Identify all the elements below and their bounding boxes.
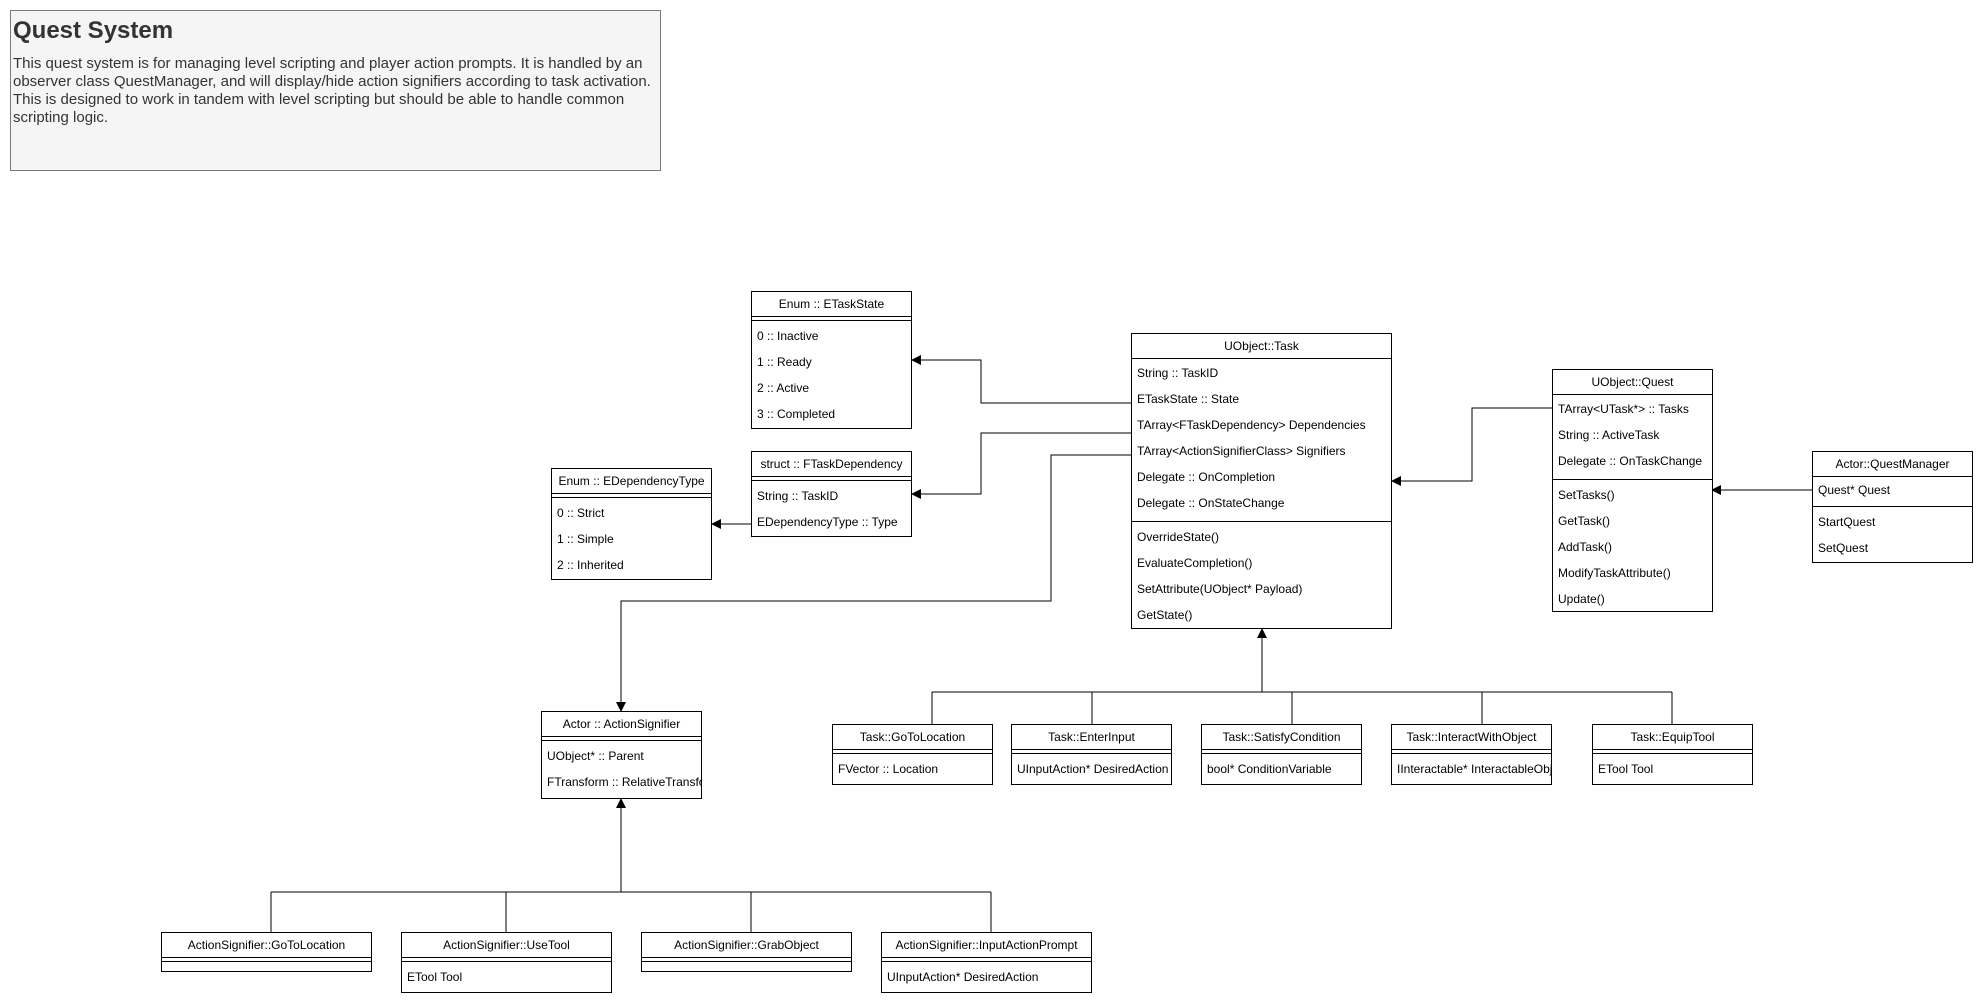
method-row: Update() [1558,592,1605,606]
class-task-interactwithobject[interactable]: Task::InteractWithObject IInteractable* … [1391,724,1552,785]
field-row: Delegate :: OnStateChange [1137,496,1285,510]
method-row: AddTask() [1558,540,1613,554]
field-row: String :: ActiveTask [1558,428,1660,442]
field-row: TArray<FTaskDependency> Dependencies [1137,418,1366,432]
field-row: FVector :: Location [838,762,939,776]
class-edependencytype[interactable]: Enum :: EDependencyType 0 :: Strict 1 ::… [551,468,712,580]
method-row: OverrideState() [1137,530,1220,544]
method-row: ModifyTaskAttribute() [1558,566,1671,580]
field-row: ETool Tool [1598,762,1654,776]
class-divider [542,737,701,741]
class-title: struct :: FTaskDependency [752,452,911,477]
field-row: Delegate :: OnTaskChange [1558,454,1703,468]
field-row: UInputAction* DesiredAction [1017,762,1169,776]
field-row: ETaskState :: State [1137,392,1240,406]
field-row: 2 :: Inherited [557,558,624,572]
class-task[interactable]: UObject::Task String :: TaskID ETaskStat… [1131,333,1392,629]
class-divider [882,958,1091,962]
connector-task-to-actionsignifier [616,454,1131,712]
field-row: EDependencyType :: Type [757,515,898,529]
field-row: ETool Tool [407,970,463,984]
class-divider [1202,750,1361,754]
class-as-usetool[interactable]: ActionSignifier::UseTool ETool Tool [401,932,612,993]
connector-quest-to-task [1391,407,1552,486]
class-as-inputactionprompt[interactable]: ActionSignifier::InputActionPrompt UInpu… [881,932,1092,993]
method-row: GetTask() [1558,514,1611,528]
method-row: SetQuest [1818,541,1869,555]
class-as-grabobject[interactable]: ActionSignifier::GrabObject [641,932,852,972]
class-title: ActionSignifier::InputActionPrompt [882,933,1091,958]
class-title: Actor :: ActionSignifier [542,712,701,737]
class-divider [162,958,371,962]
description-note: Quest System This quest system is for ma… [10,10,661,171]
class-task-gotolocation[interactable]: Task::GoToLocation FVector :: Location [832,724,993,785]
connector-task-inheritance [931,628,1673,724]
method-row: StartQuest [1818,515,1876,529]
field-row: 2 :: Active [757,381,810,395]
class-title: Task::InteractWithObject [1392,725,1551,750]
field-row: String :: TaskID [757,489,839,503]
field-row: FTransform :: RelativeTransform [547,775,701,789]
field-row: String :: TaskID [1137,366,1219,380]
field-row: UObject* :: Parent [547,749,644,763]
field-row: 1 :: Simple [557,532,614,546]
field-row: TArray<ActionSignifierClass> Signifiers [1137,444,1346,458]
class-title: ActionSignifier::GrabObject [642,933,851,958]
class-divider [752,477,911,481]
field-row: Delegate :: OnCompletion [1137,470,1276,484]
method-row: GetState() [1137,608,1193,622]
class-title: Actor::QuestManager [1813,452,1972,477]
class-actionsignifier[interactable]: Actor :: ActionSignifier UObject* :: Par… [541,711,702,799]
note-title: Quest System [13,17,174,44]
class-title: Enum :: ETaskState [752,292,911,317]
class-task-enterinput[interactable]: Task::EnterInput UInputAction* DesiredAc… [1011,724,1172,785]
class-title: Enum :: EDependencyType [552,469,711,494]
class-divider [1553,476,1712,480]
connector-task-to-ftaskdependency [911,432,1131,499]
method-row: SetAttribute(UObject* Payload) [1137,582,1303,596]
class-divider [1813,503,1972,507]
connector-actionsignifier-inheritance [270,798,992,932]
field-row: 3 :: Completed [757,407,836,421]
class-divider [1132,518,1391,522]
class-divider [833,750,992,754]
field-row: UInputAction* DesiredAction [887,970,1039,984]
class-ftaskdependency[interactable]: struct :: FTaskDependency String :: Task… [751,451,912,537]
class-etaskstate[interactable]: Enum :: ETaskState 0 :: Inactive 1 :: Re… [751,291,912,429]
method-row: EvaluateCompletion() [1137,556,1253,570]
field-row: Quest* Quest [1818,483,1891,497]
class-as-gotolocation[interactable]: ActionSignifier::GoToLocation [161,932,372,972]
class-divider [552,494,711,498]
field-row: TArray<UTask*> :: Tasks [1558,402,1689,416]
connector-task-to-etaskstate [911,355,1131,404]
class-divider [1392,750,1551,754]
method-row: SetTasks() [1558,488,1615,502]
class-title: ActionSignifier::UseTool [402,933,611,958]
class-questmanager[interactable]: Actor::QuestManager Quest* Quest StartQu… [1812,451,1973,563]
class-title: Task::SatisfyCondition [1202,725,1361,750]
class-title: UObject::Task [1132,334,1391,359]
field-row: IInteractable* InteractableObject [1397,762,1551,776]
class-divider [642,958,851,962]
class-title: Task::EnterInput [1012,725,1171,750]
class-task-satisfycondition[interactable]: Task::SatisfyCondition bool* ConditionVa… [1201,724,1362,785]
class-title: UObject::Quest [1553,370,1712,395]
note-body: This quest system is for managing level … [13,55,651,126]
field-row: 0 :: Inactive [757,329,819,343]
class-title: Task::EquipTool [1593,725,1752,750]
class-divider [1593,750,1752,754]
class-divider [402,958,611,962]
class-divider [752,317,911,321]
class-divider [1012,750,1171,754]
field-row: bool* ConditionVariable [1207,762,1332,776]
class-title: ActionSignifier::GoToLocation [162,933,371,958]
field-row: 0 :: Strict [557,506,605,520]
class-title: Task::GoToLocation [833,725,992,750]
field-row: 1 :: Ready [757,355,812,369]
class-task-equiptool[interactable]: Task::EquipTool ETool Tool [1592,724,1753,785]
class-quest[interactable]: UObject::Quest TArray<UTask*> :: Tasks S… [1552,369,1713,612]
